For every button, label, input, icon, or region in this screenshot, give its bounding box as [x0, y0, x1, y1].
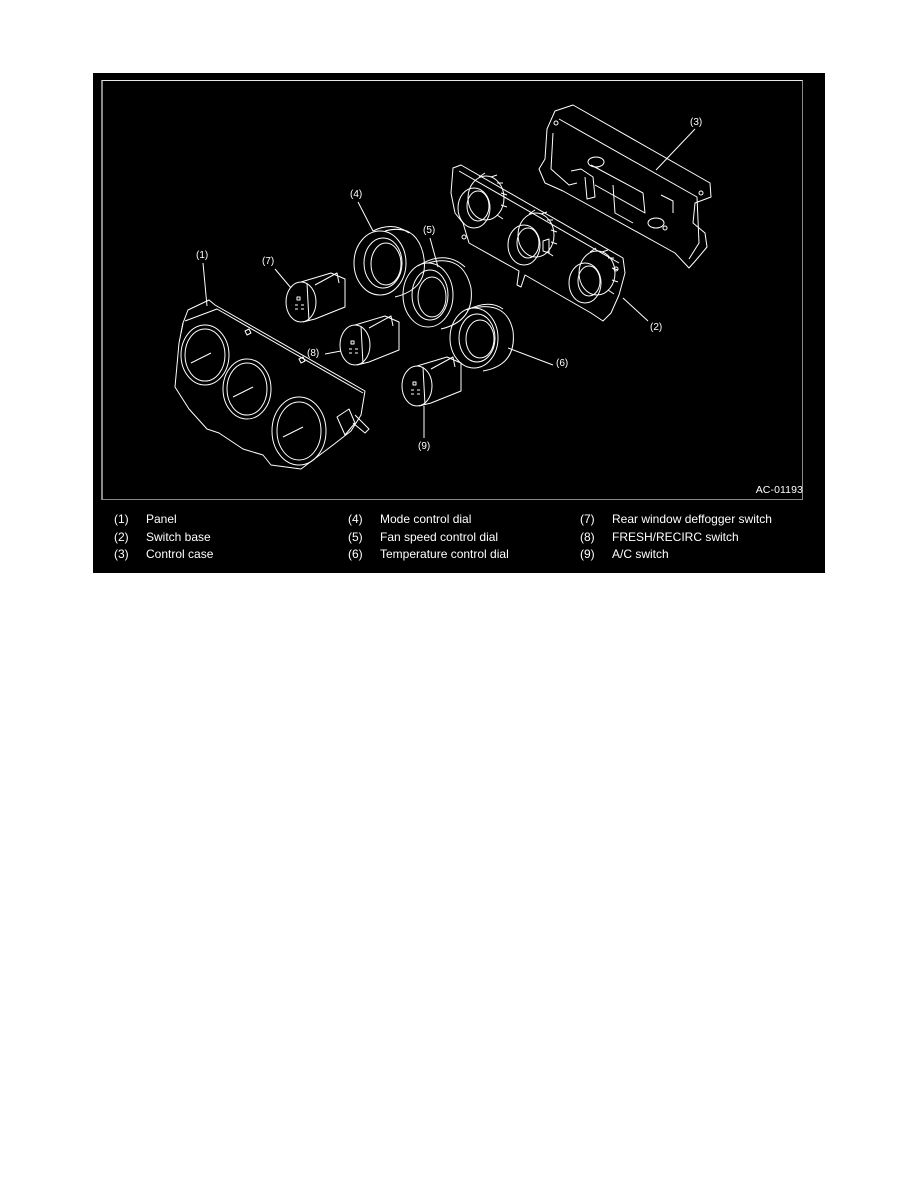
mode-control-dial-part	[353, 226, 425, 298]
legend-column-3: (7) Rear window deffogger switch (8) FRESH…	[580, 511, 772, 564]
legend-number: (6)	[348, 547, 363, 561]
exploded-view-figure: (1) (2) (3) (4) (5) (6) (7) (8) (9) AC-0…	[93, 73, 825, 573]
legend-name: Switch base	[146, 529, 211, 544]
legend-item: (6) Temperature control dial	[348, 546, 509, 564]
legend-item: (1) Panel	[114, 511, 213, 529]
legend-item: (8) FRESH/RECIRC switch	[580, 529, 772, 547]
legend-name: Temperature control dial	[380, 547, 509, 561]
figure-frame	[101, 80, 803, 500]
figure-code: AC-01193	[755, 484, 803, 496]
legend-item: (2) Switch base	[114, 529, 213, 547]
callout-3: (3)	[690, 117, 702, 128]
callout-2: (2)	[650, 322, 662, 333]
parts-legend: (1)Panel (2)Switch base (3)Control case …	[93, 511, 825, 571]
legend-number: (1)	[114, 512, 129, 526]
fresh-recirc-switch-part	[339, 315, 400, 366]
legend-name: Mode control dial	[380, 512, 472, 526]
legend-name: FRESH/RECIRC switch	[612, 529, 739, 544]
legend-number: (7)	[580, 512, 595, 526]
legend-name: Fan speed control dial	[380, 529, 499, 544]
ac-switch-part	[401, 356, 462, 407]
callout-1: (1)	[196, 250, 208, 261]
legend-item: (4) Mode control dial	[348, 511, 509, 529]
legend-name: A/C switch	[612, 547, 669, 561]
exploded-view-drawing: (1) (2) (3) (4) (5) (6) (7) (8) (9)	[93, 73, 825, 503]
legend-number: (2)	[114, 529, 129, 544]
legend-number: (3)	[114, 547, 129, 561]
fan-speed-control-dial-part	[402, 257, 472, 330]
legend-item: (9) A/C switch	[580, 546, 772, 564]
legend-column-2: (4) Mode control dial (5) Fan speed contro…	[348, 511, 509, 564]
legend-name: Rear window deffogger switch	[612, 512, 772, 526]
callout-7: (7)	[262, 256, 274, 267]
callout-8: (8)	[307, 348, 319, 359]
legend-item: (5) Fan speed control dial	[348, 529, 509, 547]
legend-item: (7) Rear window deffogger switch	[580, 511, 772, 529]
legend-name: Panel	[146, 512, 177, 526]
legend-item: (3) Control case	[114, 546, 213, 564]
control-case-part	[538, 104, 712, 269]
rear-defogger-switch-part	[285, 272, 346, 323]
legend-number: (9)	[580, 547, 595, 561]
legend-column-1: (1) Panel (2) Switch base (3) Control case	[114, 511, 213, 564]
legend-number: (8)	[580, 529, 595, 544]
temperature-control-dial-part	[449, 303, 514, 372]
callout-5: (5)	[423, 225, 435, 236]
callout-6: (6)	[556, 358, 568, 369]
legend-name: Control case	[146, 547, 214, 561]
callout-9: (9)	[418, 441, 430, 452]
legend-number: (5)	[348, 529, 363, 544]
panel-part	[174, 299, 370, 470]
switch-base-part	[450, 164, 626, 322]
callout-4: (4)	[350, 189, 362, 200]
legend-number: (4)	[348, 512, 363, 526]
